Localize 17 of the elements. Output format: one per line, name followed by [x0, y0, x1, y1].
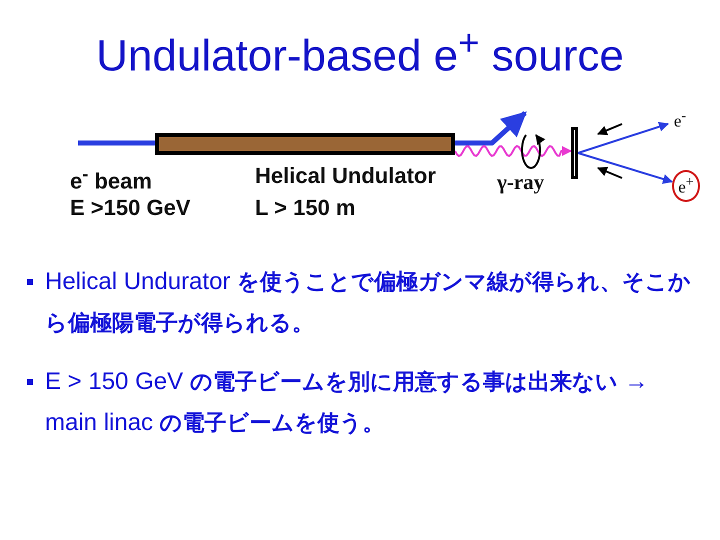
target-plate: [571, 127, 578, 179]
title: Undulator-based e$^{+}$ source: [95, 22, 625, 82]
gamma-ray-label: γ-ray: [497, 172, 544, 193]
beam-label: e$^{-}$ beam: [70, 165, 152, 192]
beam-line: [578, 122, 669, 154]
gamma-ray-wave: [454, 145, 572, 157]
undulator-caption: L > 150 m: [255, 197, 356, 219]
beam-line: [78, 140, 155, 146]
bullet-text: Helical Undurator を使うことで偏極ガンマ線が得られ、そこから偏極陽電子が得られる。: [45, 267, 692, 338]
positron-circle: e$^{+}$: [672, 170, 700, 202]
beam-line: [578, 152, 673, 184]
undulator-caption: Helical Undulator: [255, 165, 436, 187]
energy-label: E >150 GeV: [70, 197, 190, 219]
bullet-text: E > 150 GeV の電子ビームを別に用意する事は出来ない → main linac の電子ビームを使う。: [45, 367, 650, 438]
particle-label: e$^{-}$: [668, 108, 692, 132]
beam-line: [455, 111, 527, 146]
undulator-bar: [155, 133, 455, 155]
